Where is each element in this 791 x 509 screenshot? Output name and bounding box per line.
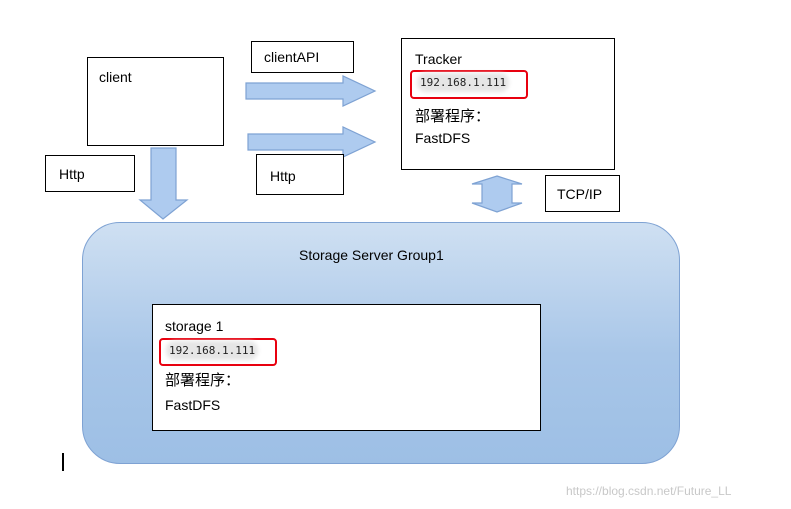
tcpip-label: TCP/IP	[557, 186, 603, 202]
tcpip-double-arrow	[471, 175, 523, 213]
http-left-box: Http	[45, 155, 135, 192]
client-api-box: clientAPI	[251, 41, 354, 73]
tcpip-box: TCP/IP	[545, 175, 620, 212]
http-left-label: Http	[59, 166, 85, 182]
text-cursor	[62, 453, 64, 471]
storage-ip-highlight: 192.168.1.111	[159, 338, 277, 366]
storage-program: FastDFS	[165, 397, 221, 413]
storage-ip: 192.168.1.111	[169, 344, 256, 357]
storage-title: storage 1	[165, 318, 224, 334]
client-to-storage-arrow	[138, 147, 189, 220]
group-title: Storage Server Group1	[299, 247, 444, 263]
http-arrow	[247, 126, 377, 158]
tracker-title: Tracker	[415, 51, 462, 67]
tracker-ip-highlight: 192.168.1.111	[410, 70, 528, 99]
http-right-label: Http	[270, 168, 296, 184]
tracker-box: Tracker 192.168.1.111 部署程序： FastDFS	[401, 38, 615, 170]
watermark: https://blog.csdn.net/Future_LL	[566, 484, 732, 498]
storage-deploy-label: 部署程序：	[165, 372, 241, 389]
storage-box: storage 1 192.168.1.111 部署程序： FastDFS	[152, 304, 541, 431]
tracker-ip: 192.168.1.111	[420, 76, 507, 89]
client-api-arrow	[245, 75, 377, 107]
client-label: client	[99, 69, 132, 85]
client-box: client	[87, 57, 224, 146]
tracker-deploy-label: 部署程序：	[415, 108, 491, 125]
http-right-box: Http	[256, 154, 344, 195]
client-api-label: clientAPI	[264, 49, 320, 65]
tracker-program: FastDFS	[415, 130, 471, 146]
